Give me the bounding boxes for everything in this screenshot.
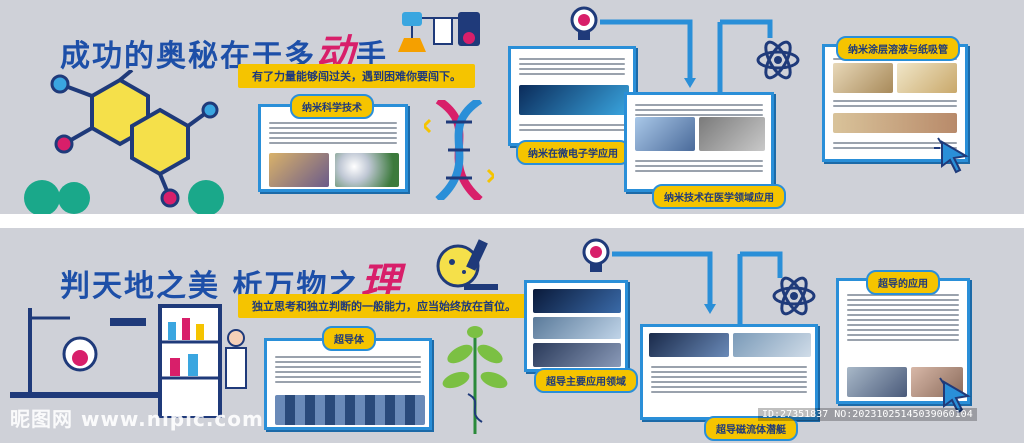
panel-body-text	[519, 55, 625, 78]
microscope-icon	[436, 239, 498, 290]
panel-micro-electronics	[508, 46, 636, 146]
plant-dna-icon	[442, 326, 508, 434]
panel-body-text	[269, 119, 397, 147]
molecule-icon	[50, 70, 219, 208]
tab-superconductor-apps: 超导的应用	[866, 270, 940, 295]
lightbulb-icon	[570, 6, 598, 40]
atom-icon-2	[772, 276, 816, 316]
image-id-label: ID:27351837 NO:20231025145039060104	[758, 408, 977, 421]
slogan-bottom: 独立思考和独立判断的一般能力，应当始终放在首位。	[238, 294, 530, 318]
watermark: 昵图网 www.nipic.com	[10, 407, 264, 431]
tab-maglev: 超导磁流体潜艇	[704, 416, 798, 441]
coating-image	[833, 63, 893, 93]
coating-image-3	[833, 113, 957, 133]
connector-pipes-bottom	[612, 251, 783, 342]
panel-main-apps	[524, 280, 628, 372]
panel-body-text-3	[833, 139, 957, 152]
medical-image-2	[699, 117, 765, 151]
dna-icon	[424, 100, 494, 200]
bottom-wall: 判天地之美 析万物之理 独立思考和独立判断的一般能力，应当始终放在首位。	[0, 228, 1024, 443]
maglev-image	[649, 333, 729, 357]
panel-body-text	[651, 363, 807, 396]
panel-superconductor	[264, 338, 432, 430]
cursor-icon	[934, 137, 969, 174]
apps-image	[533, 289, 621, 313]
laboratory-icon	[10, 304, 247, 418]
panel-body-text	[635, 101, 763, 119]
tab-main-apps: 超导主要应用领域	[534, 368, 638, 393]
panel-coating	[822, 44, 968, 162]
tab-medical: 纳米技术在医学领域应用	[652, 184, 786, 209]
panel-medical	[624, 92, 774, 192]
slogan-top: 有了力量能够闯过关，遇到困难你要闯下。	[238, 64, 475, 88]
superconductor-image	[275, 395, 425, 425]
electronics-image	[519, 85, 629, 115]
atom-icon	[756, 40, 800, 80]
panel-body-text	[275, 353, 421, 386]
nano-image	[269, 153, 329, 187]
maglev-image-2	[733, 333, 811, 357]
top-wall: 成功的奥秘在于多动手 有了力量能够闯过关，遇到困难你要闯下。	[0, 0, 1024, 214]
medical-image	[635, 117, 695, 151]
coating-image-2	[897, 63, 957, 93]
tab-superconductor: 超导体	[322, 326, 376, 351]
panel-body-text-2	[635, 157, 763, 175]
divider	[0, 214, 1024, 228]
lab-apparatus-icon	[398, 12, 480, 52]
panel-body-text-2	[519, 121, 625, 134]
tab-micro-electronics: 纳米在微电子学应用	[516, 140, 630, 165]
apps-image-3	[533, 343, 621, 367]
panel-body-text	[847, 291, 959, 344]
apps-photo	[847, 367, 907, 397]
cursor-icon-2	[939, 377, 971, 414]
nano-image-2	[335, 153, 399, 187]
panel-maglev	[640, 324, 818, 420]
tab-coating: 纳米涂层溶液与纸吸管	[836, 36, 960, 61]
bush-decoration-icon	[24, 180, 224, 214]
apps-image-2	[533, 317, 621, 339]
panel-superconductor-apps	[836, 278, 970, 404]
tab-nano-science: 纳米科学技术	[290, 94, 374, 119]
panel-body-text-2	[833, 97, 957, 110]
lightbulb-icon-2	[582, 238, 610, 272]
